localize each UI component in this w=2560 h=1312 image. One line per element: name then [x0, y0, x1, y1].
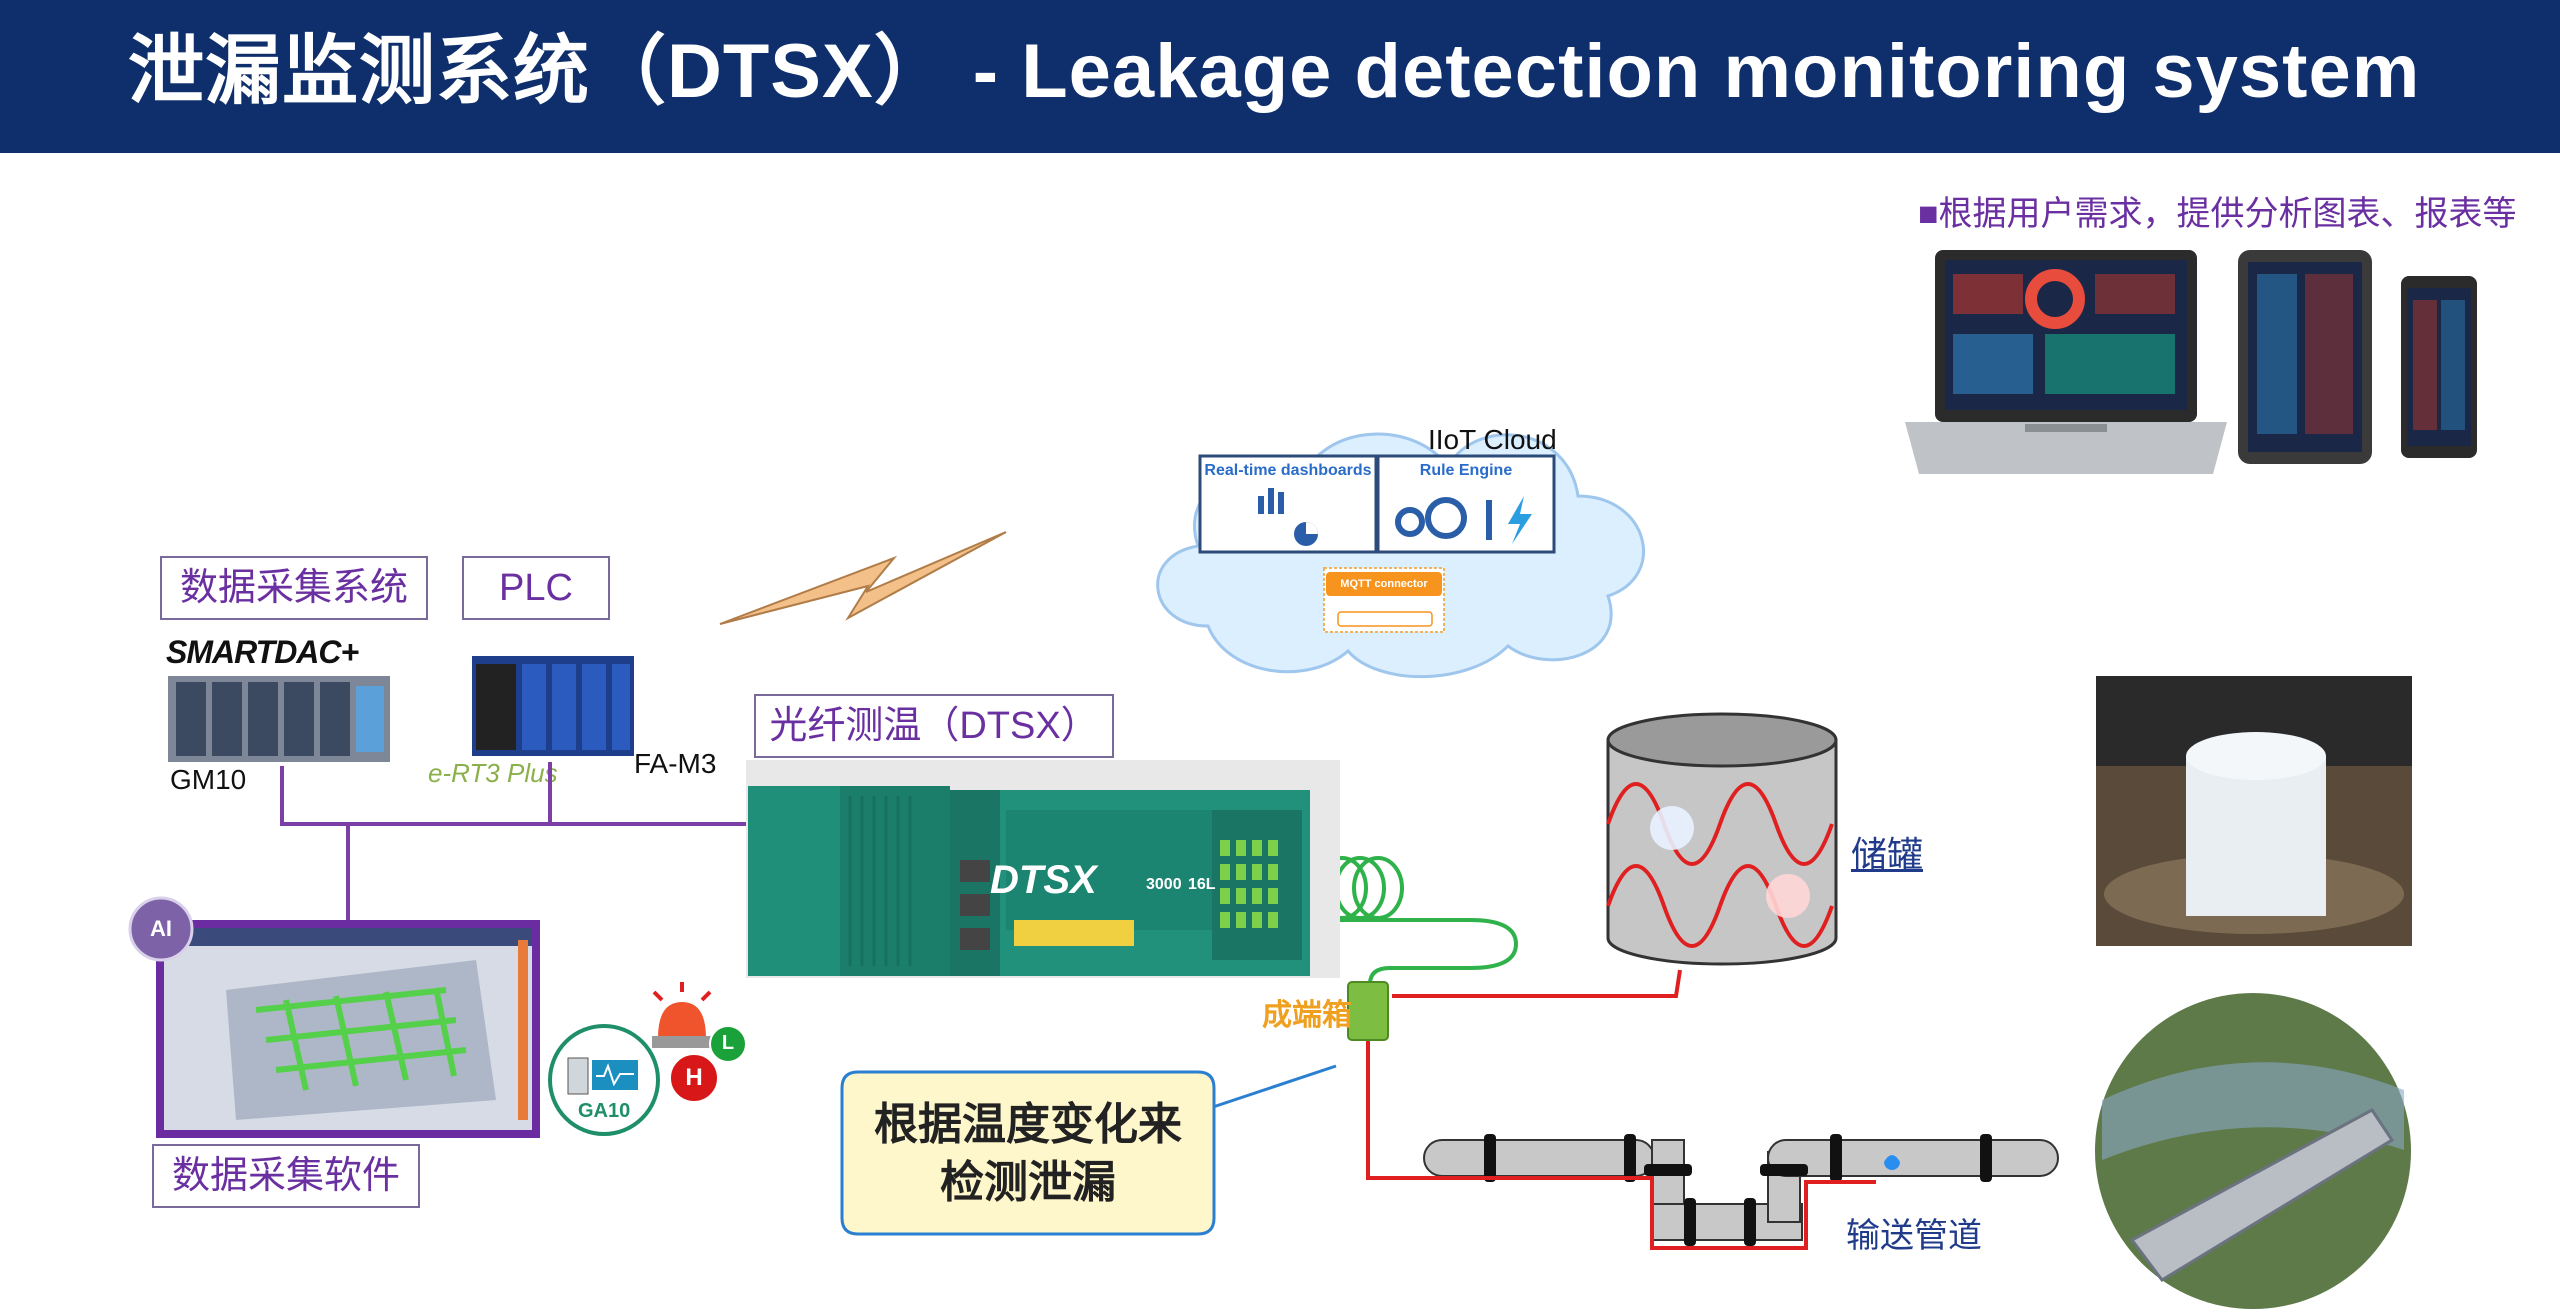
water-drop-icon: [1884, 1155, 1900, 1170]
data-acq-system-label: 数据采集系统: [160, 556, 428, 620]
ai-label: AI: [150, 916, 172, 941]
tablet-icon: [2238, 250, 2372, 464]
callout-text: 根据温度变化来 检测泄漏: [848, 1096, 1208, 1212]
cloud-title: IIoT Cloud: [1428, 424, 1557, 455]
chart-icon: [1258, 488, 1284, 514]
plc-label: PLC: [462, 556, 610, 620]
iiot-cloud: [1156, 432, 1646, 679]
dtsx-device: [746, 760, 1340, 978]
wireless-lightning-icon: [719, 531, 1007, 625]
pipeline: [1423, 1134, 2059, 1250]
report-devices: [1905, 250, 2477, 474]
pipeline-label: 输送管道: [1846, 1217, 1982, 1255]
ai-badge: [128, 896, 194, 962]
ga10-alarm-group: [548, 982, 747, 1136]
phone-icon: [2401, 276, 2477, 458]
page-title: 泄漏监测系统（DTSX） - Leakage detection monitor…: [128, 29, 2421, 114]
mqtt-caption: MQTT connector: [1340, 578, 1428, 590]
callout-line-2: 检测泄漏: [940, 1158, 1116, 1207]
lightning-icon: [1508, 496, 1532, 544]
tank-label: 储罐: [1851, 834, 1924, 875]
gm10-label: GM10: [170, 764, 247, 795]
data-acq-software-label: 数据采集软件: [152, 1144, 420, 1208]
alarm-low-label: L: [721, 1032, 735, 1054]
software-screen: [156, 920, 540, 1138]
tank-photo: [2096, 676, 2412, 946]
fam3-label: FA-M3: [634, 748, 717, 779]
dtsx-label: 光纤测温（DTSX）: [754, 694, 1114, 758]
ert3-logo: e-RT3 Plus: [428, 758, 558, 788]
pie-icon: [1294, 522, 1318, 546]
alarm-light-icon: [652, 982, 712, 1048]
alarm-high-label: H: [685, 1064, 703, 1091]
gm10-device: [168, 676, 390, 762]
dashboards-caption: Real-time dashboards: [1204, 462, 1372, 479]
storage-tank: [1606, 712, 1838, 966]
callout-bubble: [840, 1070, 1216, 1236]
junction-box-label: 成端箱: [1262, 999, 1352, 1032]
dtsx-brand: DTSX: [990, 858, 1097, 902]
laptop-icon: [1905, 250, 2227, 474]
dtsx-model: 3000: [1146, 876, 1182, 893]
dtsx-channels: 16L: [1188, 876, 1216, 893]
gear-icon: [1395, 497, 1467, 539]
header-bar: [0, 0, 2560, 153]
rule-engine-caption: Rule Engine: [1419, 462, 1513, 479]
pipeline-photo: [2095, 993, 2411, 1309]
junction-box: [1347, 981, 1389, 1041]
smartdac-logo: SMARTDAC+: [166, 634, 359, 670]
ga10-label: GA10: [578, 1100, 631, 1122]
report-note: ■根据用户需求，提供分析图表、报表等: [1918, 195, 2517, 233]
fam3-device: [472, 656, 634, 756]
callout-line-1: 根据温度变化来: [874, 1100, 1182, 1149]
